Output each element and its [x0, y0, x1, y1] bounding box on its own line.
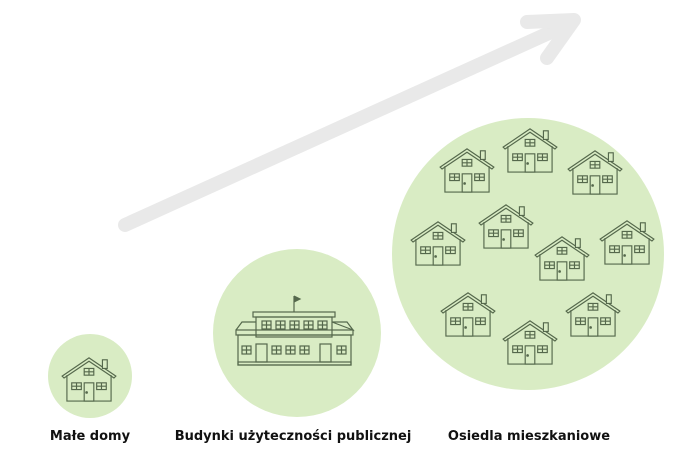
label-public-buildings: Budynki użyteczności publicznej: [174, 429, 412, 444]
public-buildings-circle: [213, 249, 381, 417]
small-houses-circle: [48, 334, 132, 418]
label-small-houses: Małe domy: [49, 429, 131, 444]
label-housing-estates: Osiedla mieszkaniowe: [447, 429, 611, 444]
public-building-icon: [235, 295, 355, 366]
growth-arrow: [118, 13, 581, 232]
